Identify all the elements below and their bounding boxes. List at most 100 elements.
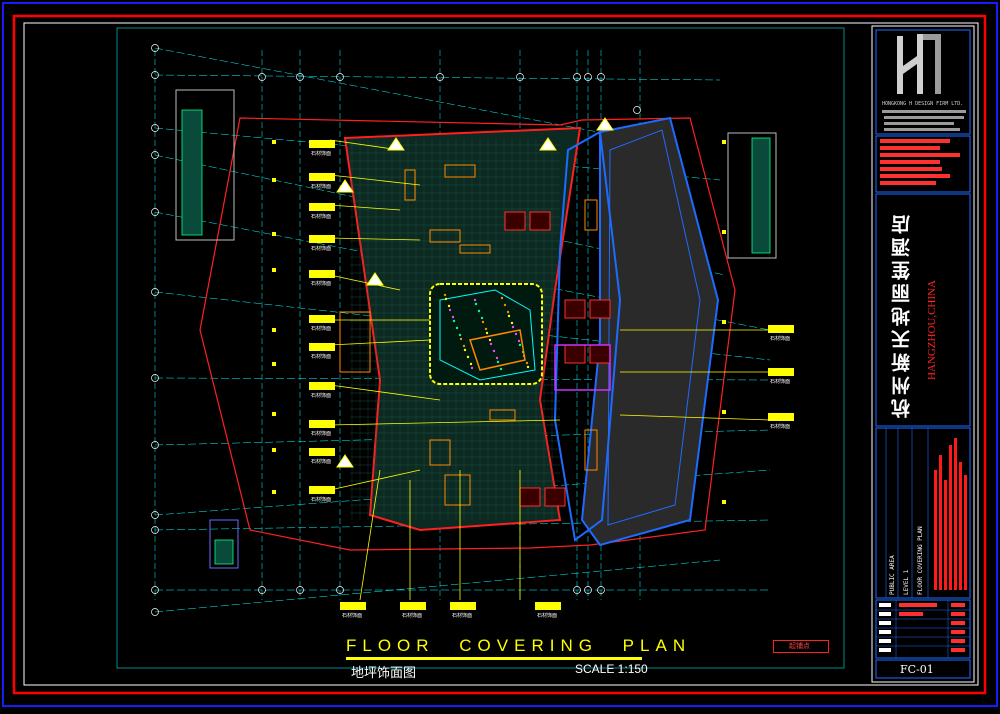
lobby-dot bbox=[496, 360, 500, 364]
lobby-dot bbox=[503, 303, 507, 307]
lobby-dot bbox=[458, 333, 462, 337]
grid-bubble bbox=[584, 73, 592, 81]
lobby-dot bbox=[443, 293, 447, 297]
lift-core bbox=[564, 299, 586, 319]
dim-mark bbox=[722, 140, 726, 144]
material-tag-box bbox=[309, 203, 335, 211]
furniture bbox=[429, 229, 461, 243]
leader-line bbox=[329, 274, 401, 291]
area-label: PUBLIC AREA bbox=[889, 555, 896, 595]
grid-line-diag bbox=[154, 74, 721, 81]
material-tag-box bbox=[768, 368, 794, 376]
grid-bubble bbox=[258, 586, 266, 594]
viewport-frame bbox=[116, 27, 845, 669]
lobby-dot bbox=[485, 331, 489, 335]
company-logo bbox=[897, 34, 941, 94]
material-tag-label: 石材饰面 bbox=[311, 151, 332, 157]
company-name: HONGKONG H DESIGN FIRM LTD. bbox=[882, 101, 964, 107]
stair-box-left bbox=[175, 89, 235, 241]
lobby-dot bbox=[481, 320, 485, 324]
lobby-dot bbox=[526, 365, 530, 369]
furniture bbox=[429, 439, 451, 466]
title-block bbox=[871, 25, 975, 683]
grid-bubble bbox=[573, 586, 581, 594]
building-outline bbox=[199, 117, 736, 551]
furniture bbox=[489, 409, 516, 421]
plan-title-underline bbox=[346, 657, 642, 660]
grid-bubble bbox=[151, 208, 159, 216]
material-tag-label: 石材饰面 bbox=[770, 336, 791, 342]
grid-line-diag bbox=[154, 47, 641, 141]
grid-bubble bbox=[151, 608, 159, 616]
lobby-dot bbox=[492, 349, 496, 353]
leader-line bbox=[359, 469, 381, 601]
furniture bbox=[584, 199, 598, 231]
material-tag-label: 石材饰面 bbox=[452, 613, 473, 619]
stair-box-right bbox=[727, 132, 777, 259]
material-tag-box bbox=[309, 382, 335, 390]
material-tag-label: 石材饰面 bbox=[311, 184, 332, 190]
central-lobby bbox=[429, 283, 543, 385]
furniture bbox=[459, 244, 491, 254]
furniture bbox=[404, 169, 416, 201]
lobby-dot bbox=[506, 310, 510, 314]
drawing-frame bbox=[23, 22, 979, 686]
lift-core bbox=[504, 211, 526, 231]
level-label: LEVEL 1 bbox=[903, 569, 910, 595]
grid-bubble bbox=[597, 586, 605, 594]
material-tag-label: 石材饰面 bbox=[311, 497, 332, 503]
material-tag-box bbox=[450, 602, 476, 610]
magenta-room bbox=[554, 344, 611, 391]
central-spine bbox=[553, 130, 622, 542]
material-tag-box bbox=[309, 270, 335, 278]
grid-line-diag bbox=[154, 559, 721, 613]
sheet-number: FC-01 bbox=[900, 663, 934, 676]
lobby-dot bbox=[448, 308, 452, 312]
leader-line bbox=[329, 237, 421, 241]
section-marker bbox=[596, 117, 614, 131]
signature-bars bbox=[934, 438, 967, 590]
project-name-cn: 杭州新天地丽笙酒店 bbox=[891, 211, 913, 419]
leader-line bbox=[329, 384, 441, 401]
material-tag-label: 石材饰面 bbox=[770, 424, 791, 430]
lift-core bbox=[529, 211, 551, 231]
dim-mark bbox=[272, 362, 276, 366]
lobby-dot bbox=[518, 343, 522, 347]
grid-bubble bbox=[151, 374, 159, 382]
lobby-dot bbox=[452, 319, 456, 323]
material-tag-box bbox=[768, 413, 794, 421]
material-tag-label: 石材饰面 bbox=[770, 379, 791, 385]
lobby-dot bbox=[510, 321, 514, 325]
lobby-dot bbox=[514, 332, 518, 336]
stair-box-bottom bbox=[209, 519, 239, 569]
escalator-right bbox=[751, 137, 771, 254]
entrance bbox=[339, 311, 371, 373]
lobby-dot bbox=[447, 304, 451, 308]
grid-bubble bbox=[573, 73, 581, 81]
material-tag-label: 石材饰面 bbox=[342, 613, 363, 619]
plan-subtitle: 地坪饰面图 bbox=[351, 666, 417, 681]
dim-mark bbox=[272, 328, 276, 332]
material-tag-box bbox=[340, 602, 366, 610]
grid-bubble bbox=[151, 71, 159, 79]
grid-bubble bbox=[436, 73, 444, 81]
dim-mark bbox=[272, 490, 276, 494]
floor-plan bbox=[151, 44, 777, 616]
material-tag-box bbox=[535, 602, 561, 610]
grid-bubble bbox=[336, 73, 344, 81]
section-marker bbox=[336, 454, 354, 468]
grid-bubble bbox=[151, 44, 159, 52]
lobby-dot bbox=[489, 342, 493, 346]
grid-bubble bbox=[151, 124, 159, 132]
material-tag-label: 石材饰面 bbox=[311, 431, 332, 437]
grid-bubble bbox=[516, 73, 524, 81]
leader-line bbox=[329, 139, 401, 151]
dim-mark bbox=[722, 320, 726, 324]
lobby-dot bbox=[499, 367, 503, 371]
grid-bubble bbox=[296, 586, 304, 594]
lobby-dot bbox=[484, 327, 488, 331]
material-tag-label: 石材饰面 bbox=[311, 354, 332, 360]
dim-mark bbox=[272, 448, 276, 452]
grid-bubble bbox=[151, 441, 159, 449]
material-tag-box bbox=[309, 173, 335, 181]
